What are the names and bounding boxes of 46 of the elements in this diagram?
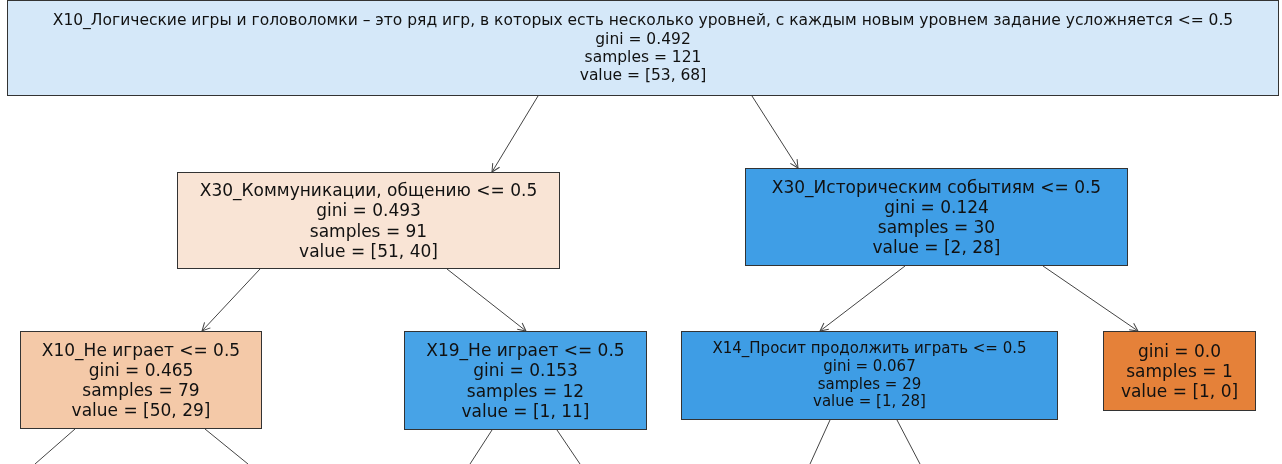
node-text: value = [1, 28] xyxy=(813,393,926,411)
tree-node-box xyxy=(20,331,262,429)
node-text: value = [2, 28] xyxy=(872,237,1001,258)
node-text: X10_Не играет <= 0.5 xyxy=(41,339,241,360)
node-text: gini = 0.0 xyxy=(1137,340,1222,361)
arrow xyxy=(1042,265,1139,332)
connector-line xyxy=(556,429,581,464)
node-text: samples = 79 xyxy=(82,380,200,401)
connector-line xyxy=(896,419,921,464)
connector-line xyxy=(809,419,831,464)
node-text: gini = 0.124 xyxy=(884,196,989,217)
node-text: samples = 1 xyxy=(1126,360,1233,381)
node-text: gini = 0.153 xyxy=(473,360,578,381)
node-text: value = [1, 11] xyxy=(461,400,590,421)
connector-line xyxy=(34,428,76,464)
arrow xyxy=(446,268,527,332)
node-text: gini = 0.493 xyxy=(316,200,421,221)
tree-node-box xyxy=(745,168,1128,266)
tree-node-box xyxy=(7,0,1279,96)
node-text: X30_Историческим событиям <= 0.5 xyxy=(771,176,1102,197)
arrow xyxy=(201,268,261,332)
arrow xyxy=(819,265,906,332)
node-text: samples = 12 xyxy=(466,380,585,401)
node-text: X14_Просит продолжить играть <= 0.5 xyxy=(712,340,1027,358)
node-text: gini = 0.465 xyxy=(88,359,194,380)
node-text: samples = 121 xyxy=(584,48,702,67)
node-text: samples = 30 xyxy=(877,217,996,238)
arrow xyxy=(491,95,539,173)
node-text: X30_Коммуникации, общению <= 0.5 xyxy=(199,180,538,201)
node-text: value = [50, 29] xyxy=(71,400,211,421)
node-text: samples = 91 xyxy=(309,220,428,241)
tree-node-box xyxy=(177,172,560,269)
tree-node-box xyxy=(1103,331,1256,411)
node-text: value = [53, 68] xyxy=(579,66,707,85)
node-text: X10_Логические игры и головоломки – это ряд игр, в которых есть несколько уровней, с каждым новым уровнем задание усложняется <= 0.5 xyxy=(52,11,1234,30)
node-text: samples = 29 xyxy=(817,375,922,394)
connector-line xyxy=(469,429,493,464)
node-text: gini = 0.067 xyxy=(823,357,916,376)
tree-node-box xyxy=(681,331,1058,420)
node-text: value = [1, 0] xyxy=(1120,381,1239,402)
node-text: X19_Не играет <= 0.5 xyxy=(426,340,625,361)
node-text: gini = 0.492 xyxy=(595,29,691,48)
node-text: value = [51, 40] xyxy=(299,240,438,261)
tree-node-box xyxy=(404,331,647,430)
arrow xyxy=(751,95,799,169)
connector-line xyxy=(204,428,249,464)
